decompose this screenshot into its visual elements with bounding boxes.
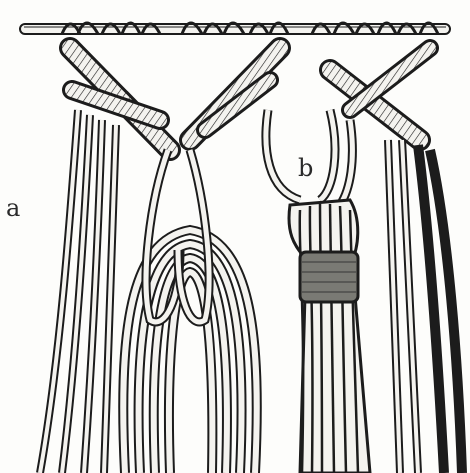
- label-a: a: [6, 196, 20, 220]
- loop-bundle-a: [123, 150, 257, 473]
- hanging-cords-right: [388, 140, 462, 473]
- wrap-band: [300, 252, 358, 302]
- hanging-cords-left: [40, 110, 116, 473]
- wrapped-bundle-b: [289, 200, 370, 473]
- label-b: b: [298, 156, 313, 180]
- knot-bar-right: [330, 48, 430, 140]
